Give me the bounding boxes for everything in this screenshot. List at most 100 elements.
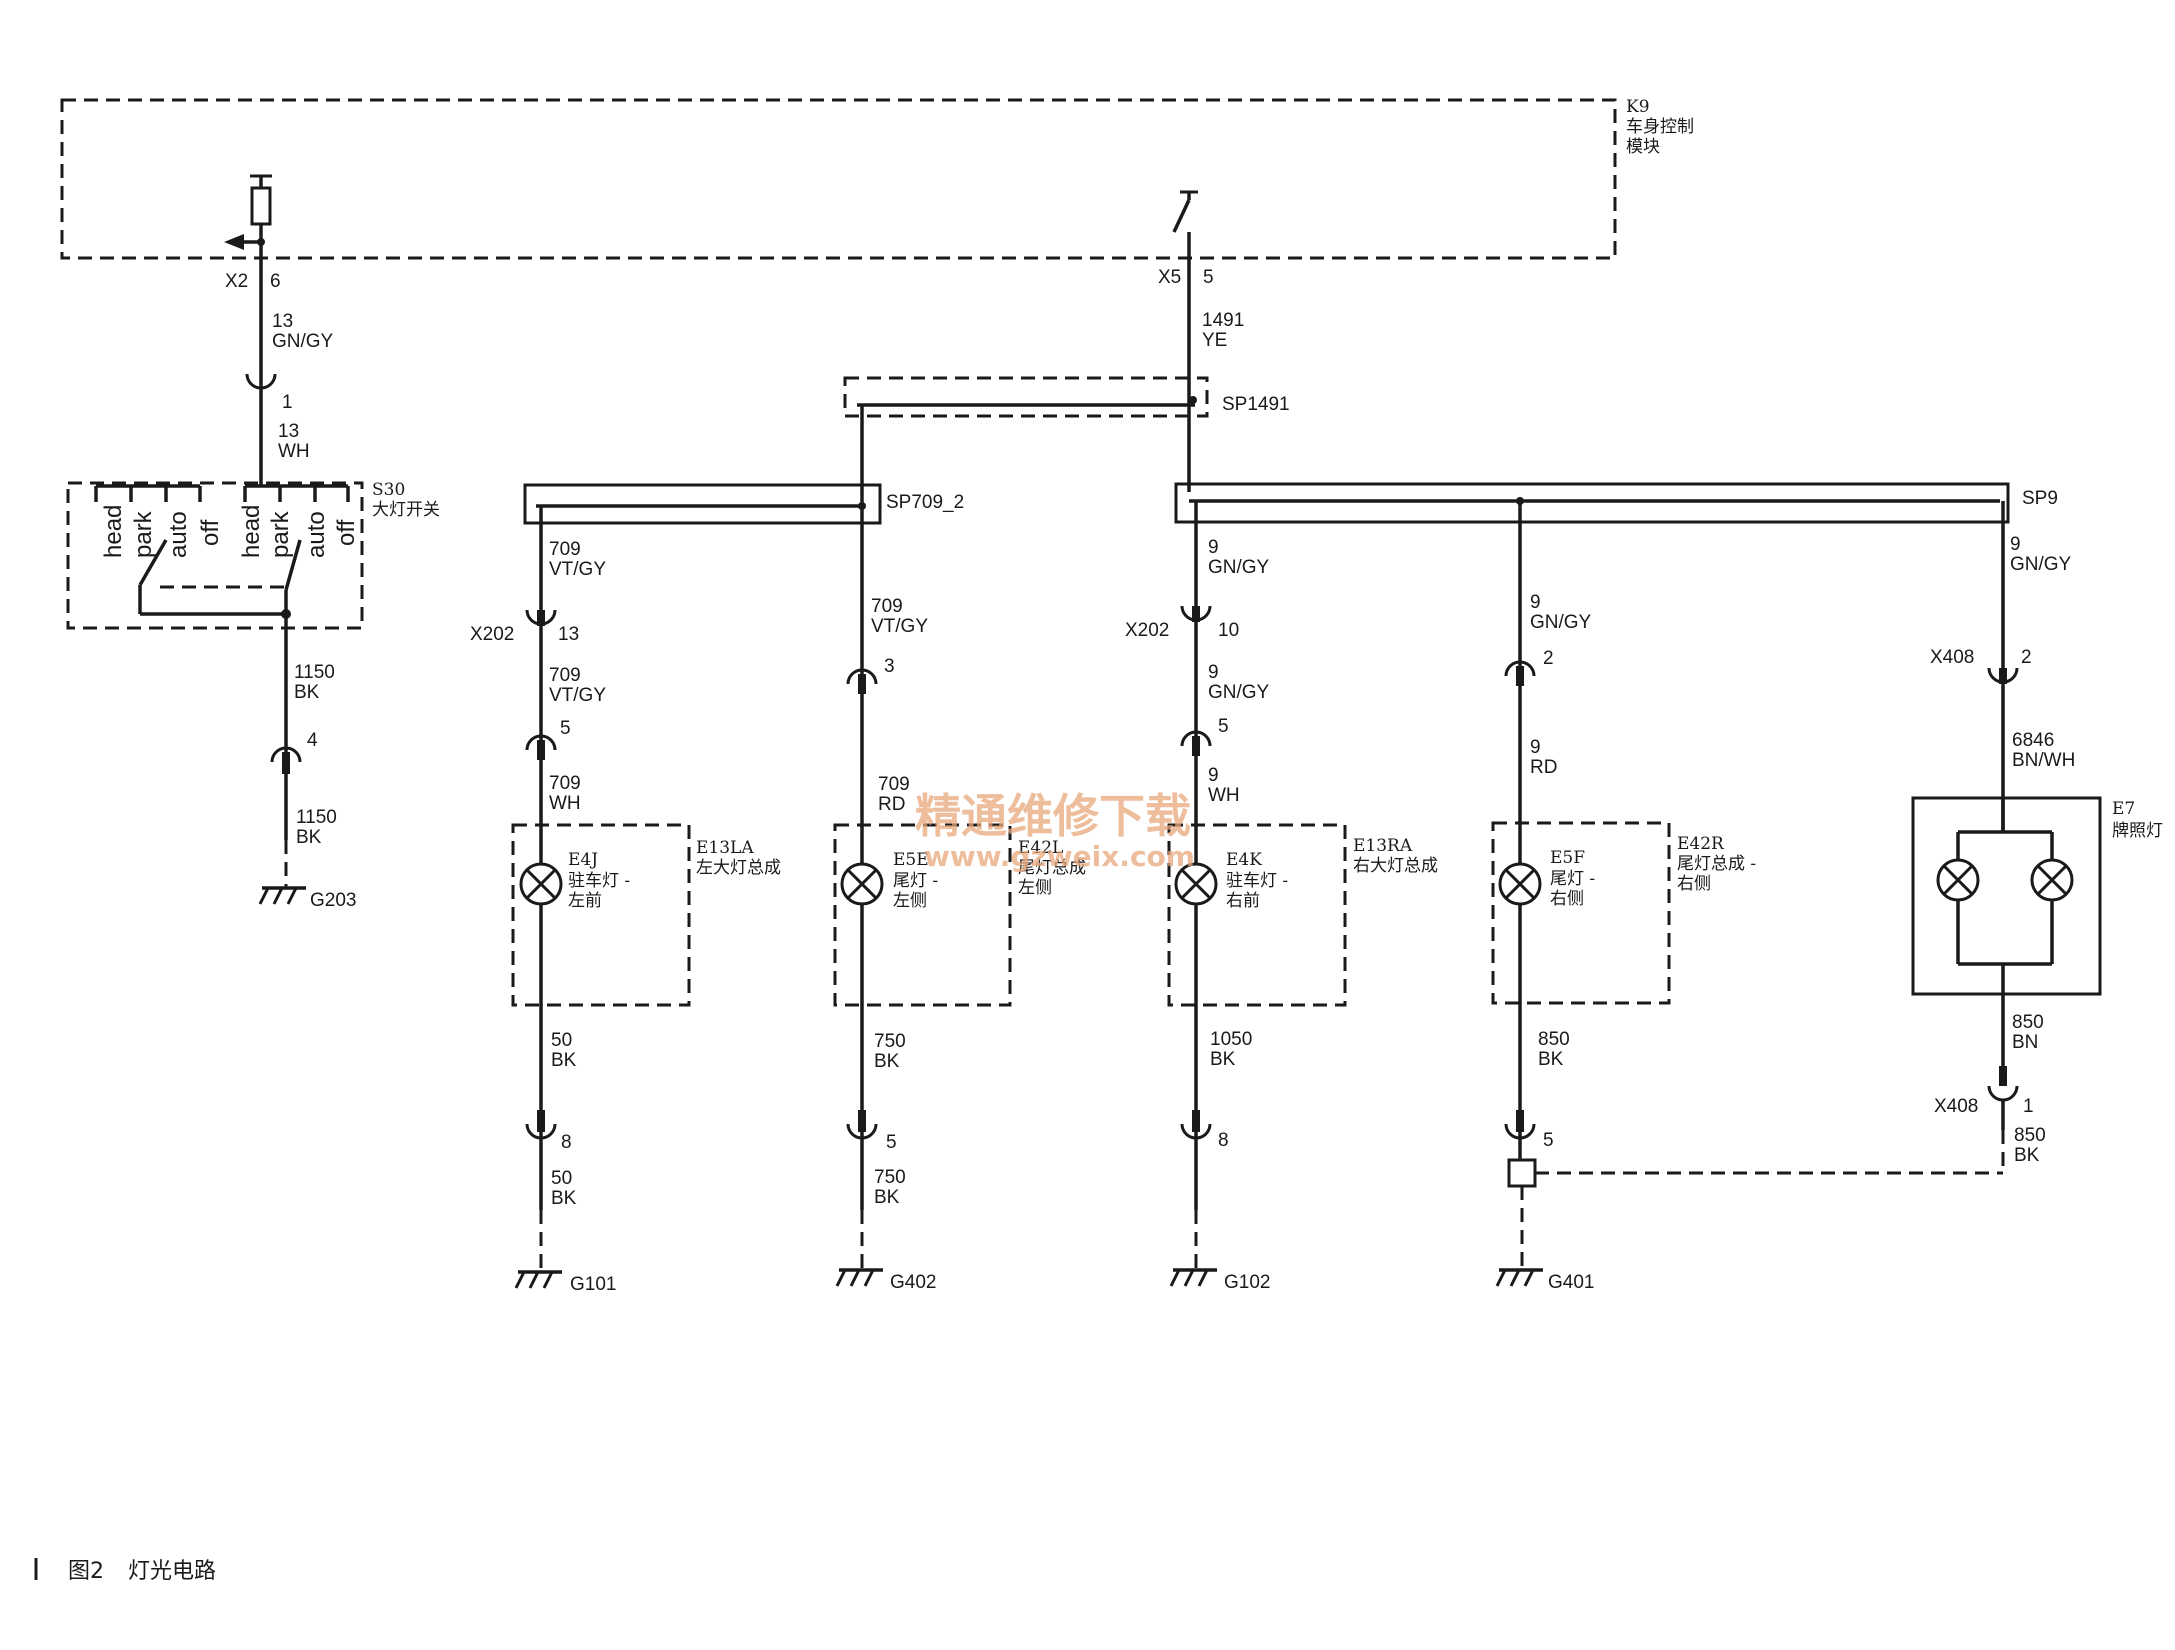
lamp-e4k-line2: 右前	[1226, 891, 1260, 911]
ground-g203-icon	[258, 886, 306, 905]
wire-9f-num: 9	[2010, 534, 2021, 555]
connector-4-icon	[270, 746, 302, 763]
lamp-e4k-icon	[1174, 862, 1218, 906]
sp709-splice-box	[523, 483, 882, 525]
wire-9d-num: 9	[1530, 592, 1541, 613]
x2-label: X2	[225, 271, 248, 292]
sp9-label: SP9	[2022, 488, 2058, 509]
e42l-assembly-box	[833, 823, 1012, 1007]
connector-3-pin: 3	[884, 656, 895, 677]
wire-9e-color: RD	[1530, 757, 1557, 778]
wire-750-num: 750	[874, 1031, 906, 1052]
k9-output-switch-icon	[1172, 190, 1198, 258]
sp709-label: SP709_2	[886, 492, 964, 513]
switch-pos-auto-2: auto	[303, 511, 330, 558]
e42r-name: 尾灯总成 -	[1677, 854, 1756, 874]
connector-5c-pin: 5	[1218, 716, 1229, 737]
switch-pos-head-2: head	[238, 505, 265, 558]
wire-709-color: VT/GY	[549, 559, 606, 580]
k9-name-line2: 模块	[1626, 137, 1660, 157]
ground-splice-box	[1507, 1158, 1537, 1188]
k9-code: K9	[1626, 97, 1650, 117]
k9-name-line1: 车身控制	[1626, 117, 1694, 137]
switch-pos-auto-1: auto	[165, 511, 192, 558]
watermark-title: 精通维修下载	[915, 789, 1191, 843]
ground-g102-label: G102	[1224, 1272, 1270, 1293]
connector-5c-icon	[1180, 730, 1212, 747]
e7-code: E7	[2112, 799, 2135, 819]
lamp-e5e-line1: 尾灯 -	[893, 871, 938, 891]
wire-850bn-color: BN	[2012, 1032, 2038, 1053]
wire-1050-num: 1050	[1210, 1029, 1252, 1050]
connector-5a-pin: 5	[560, 718, 571, 739]
wire-50b-color: BK	[551, 1188, 577, 1209]
e13la-assembly-box	[511, 823, 691, 1007]
switch-pos-head-1: head	[100, 505, 127, 558]
lamp-e4j-line2: 左前	[568, 891, 602, 911]
e42l-name: 尾灯总成	[1018, 858, 1086, 878]
lamp-e4j-code: E4J	[568, 850, 598, 870]
x2-pin: 6	[270, 271, 281, 292]
x408-1-connector-icon	[1987, 1085, 2019, 1102]
lamp-e5f-code: E5F	[1550, 848, 1585, 868]
switch-pos-off-1: off	[197, 519, 224, 546]
wire-709c-num: 709	[549, 773, 581, 794]
lamp-e4j-line1: 驻车灯 -	[568, 871, 630, 891]
e42l-side: 左侧	[1018, 878, 1052, 898]
wire-50b-num: 50	[551, 1168, 572, 1189]
wire-13-color: GN/GY	[272, 331, 334, 352]
wire-1150b-num: 1150	[296, 807, 337, 828]
wire-13-num: 13	[272, 311, 293, 332]
wire-6846-color: BN/WH	[2012, 750, 2075, 771]
wire-750-color: BK	[874, 1051, 900, 1072]
s30-switch-contacts-icon	[94, 484, 350, 619]
e42l-code: E42L	[1018, 838, 1063, 858]
e13ra-code: E13RA	[1353, 836, 1413, 856]
wire-6846-num: 6846	[2012, 730, 2054, 751]
sp1491-splice-box	[843, 376, 1209, 418]
wire-50-color: BK	[551, 1050, 577, 1071]
k9-pullup-resistor-icon	[224, 174, 272, 250]
wire-850c-color: BK	[2014, 1145, 2040, 1166]
wire-9c-color: WH	[1208, 785, 1240, 806]
switch-pos-park-1: park	[130, 510, 157, 558]
wire-9b-num: 9	[1208, 662, 1219, 683]
x408-1-pin: 1	[2023, 1096, 2034, 1117]
wire-9c-num: 9	[1208, 765, 1219, 786]
wire-9-num: 9	[1208, 537, 1219, 558]
ground-g101-label: G101	[570, 1274, 616, 1295]
lamp-e5f-line2: 右侧	[1550, 889, 1584, 909]
wire-709b-num: 709	[549, 665, 581, 686]
x408-2-pin: 2	[2021, 647, 2032, 668]
wire-750b-color: BK	[874, 1187, 900, 1208]
connector-3-icon	[846, 668, 878, 685]
wire-850bn-num: 850	[2012, 1012, 2044, 1033]
wire-709d-num: 709	[871, 596, 903, 617]
switch-pos-off-2: off	[333, 519, 360, 546]
wire-9-color: GN/GY	[1208, 557, 1270, 578]
wire-1050-color: BK	[1210, 1049, 1236, 1070]
connector-2-pin: 2	[1543, 648, 1554, 669]
wire-1491-num: 1491	[1202, 310, 1244, 331]
lamp-e5f-icon	[1498, 862, 1542, 906]
e13la-code: E13LA	[696, 838, 754, 858]
connector-5b-pin: 5	[886, 1132, 897, 1153]
figure-number: 图2	[68, 1559, 104, 1584]
wire-1150-num: 1150	[294, 662, 335, 683]
x5-label: X5	[1158, 267, 1181, 288]
wire-709e-color: RD	[878, 794, 905, 815]
ground-g402-icon	[835, 1268, 883, 1287]
wire-709-num: 709	[549, 539, 581, 560]
connector-8c-pin: 8	[1218, 1130, 1229, 1151]
e7-name: 牌照灯	[2112, 821, 2163, 841]
wire-13wh-color: WH	[278, 441, 310, 462]
wire-850-color: BK	[1538, 1049, 1564, 1070]
wire-850c-num: 850	[2014, 1125, 2046, 1146]
wire-1491-color: YE	[1202, 330, 1227, 351]
lamp-e4k-line1: 驻车灯 -	[1226, 871, 1288, 891]
lamp-e5e-code: E5E	[893, 850, 929, 870]
wire-50-num: 50	[551, 1030, 572, 1051]
s30-name: 大灯开关	[372, 500, 440, 520]
e13ra-assembly-box	[1167, 823, 1347, 1007]
